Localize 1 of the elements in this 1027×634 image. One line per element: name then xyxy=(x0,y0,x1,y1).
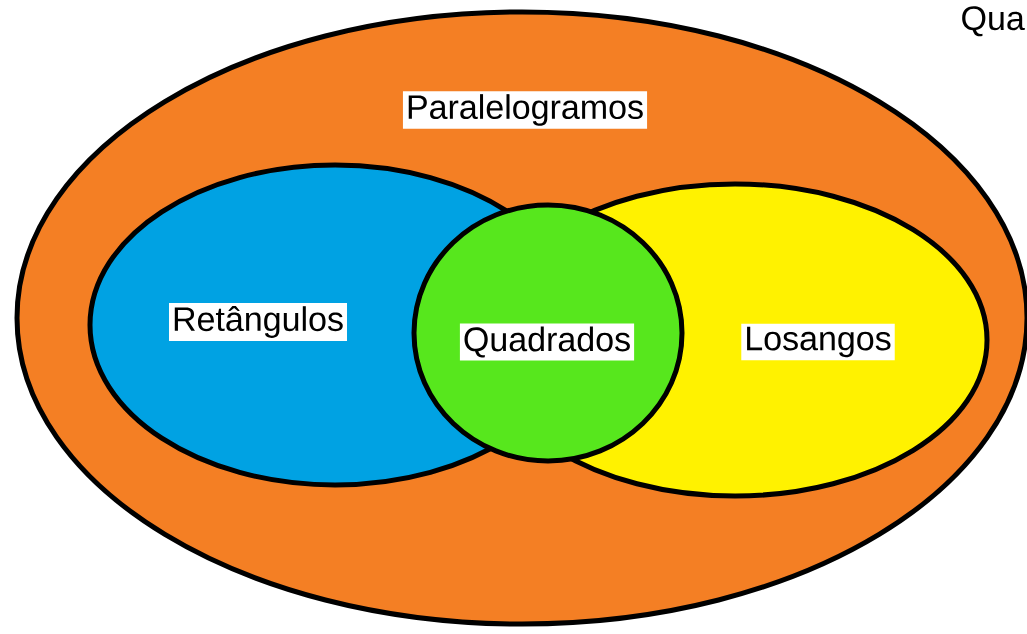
title-text: Qua xyxy=(962,6,1025,37)
